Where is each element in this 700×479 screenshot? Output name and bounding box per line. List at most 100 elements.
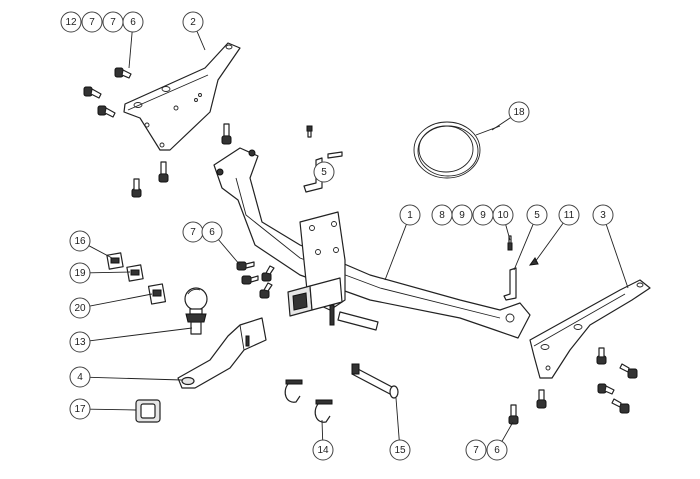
callout-number: 7 <box>89 17 95 28</box>
callout-1: 1 <box>384 204 421 281</box>
labels-stickers <box>106 252 167 305</box>
callout-circle <box>69 331 91 353</box>
callout-number: 15 <box>394 445 406 456</box>
callout-3: 3 <box>592 204 629 289</box>
callout-leader-line <box>513 224 534 271</box>
callout-number: 18 <box>513 107 525 118</box>
callout-13: 13 <box>69 327 193 353</box>
right-bracket-part-3 <box>529 279 651 379</box>
callout-number: 19 <box>74 268 86 279</box>
callout-circle <box>69 398 91 420</box>
callout-circle <box>312 439 334 461</box>
callout-circle <box>389 439 411 461</box>
callout-7: 7 <box>182 221 204 243</box>
callout-circle <box>526 204 548 226</box>
callout-leader-line <box>384 224 407 281</box>
callout-number: 9 <box>459 210 465 221</box>
callout-number: 4 <box>77 372 83 383</box>
callout-19: 19 <box>69 262 131 284</box>
callout-leader-line <box>89 327 193 342</box>
callout-circle <box>492 204 514 226</box>
callout-number: 1 <box>407 210 413 221</box>
callout-leader-line <box>501 421 514 442</box>
shackles-part-14 <box>284 379 333 423</box>
callout-circle <box>465 439 487 461</box>
main-crossbar-part-1 <box>213 147 531 339</box>
callout-10: 10 <box>492 204 514 241</box>
callout-number: 7 <box>473 445 479 456</box>
callout-12: 12 <box>60 11 82 33</box>
callout-number: 16 <box>74 236 86 247</box>
callout-leader-line <box>491 117 511 131</box>
receiver-cover-part-17 <box>135 399 161 423</box>
callout-5: 5 <box>513 204 548 271</box>
callout-number: 6 <box>209 227 215 238</box>
callout-8: 8 <box>431 204 453 226</box>
callout-circle <box>451 204 473 226</box>
callout-16: 16 <box>69 230 113 259</box>
callout-leader-line <box>605 224 629 289</box>
callout-number: 6 <box>494 445 500 456</box>
callout-number: 5 <box>321 167 327 178</box>
callout-circle <box>69 230 91 252</box>
ball-mount-part-4 <box>177 317 267 389</box>
callout-circle <box>313 161 335 183</box>
callout-6: 6 <box>122 11 144 69</box>
callout-number: 2 <box>190 17 196 28</box>
bolts-group-left <box>83 67 232 198</box>
callout-circle <box>558 204 580 226</box>
callout-number: 7 <box>190 227 196 238</box>
callout-circle <box>201 221 223 243</box>
callout-circle <box>69 262 91 284</box>
callout-circle <box>508 101 530 123</box>
callout-number: 9 <box>480 210 486 221</box>
callout-9: 9 <box>451 204 473 226</box>
callout-circle <box>69 297 91 319</box>
callout-leader-line <box>89 408 137 411</box>
callout-18: 18 <box>491 101 530 131</box>
callout-number: 6 <box>130 17 136 28</box>
callout-5: 5 <box>313 161 335 183</box>
callout-number: 10 <box>497 210 509 221</box>
callout-11: 11 <box>534 204 580 263</box>
callout-6: 6 <box>201 221 241 266</box>
callout-number: 13 <box>74 337 86 348</box>
callout-9: 9 <box>472 204 494 226</box>
callout-leader-line <box>89 293 153 307</box>
callout-leader-line <box>88 245 113 259</box>
callout-2: 2 <box>182 11 206 51</box>
callout-number: 7 <box>110 17 116 28</box>
callout-7: 7 <box>102 11 124 33</box>
wiring-cable-part-18 <box>413 121 501 179</box>
callout-leader-line <box>196 31 206 51</box>
callout-7: 7 <box>465 439 487 461</box>
callout-6: 6 <box>486 421 514 461</box>
callout-leader-line <box>395 397 400 441</box>
callout-20: 20 <box>69 293 153 319</box>
callout-number: 8 <box>439 210 445 221</box>
callout-leader-line <box>534 222 564 263</box>
callout-circle <box>69 366 91 388</box>
callout-circle <box>592 204 614 226</box>
callout-leader-line <box>89 376 183 381</box>
callout-number: 3 <box>600 210 606 221</box>
callout-leader-line <box>218 239 241 266</box>
callout-number: 11 <box>564 210 575 221</box>
callout-15: 15 <box>389 397 411 461</box>
callout-circle <box>486 439 508 461</box>
left-bracket-part-2 <box>123 42 241 151</box>
bolts-group-centre <box>236 261 275 299</box>
callout-circle <box>60 11 82 33</box>
callout-number: 12 <box>65 17 77 28</box>
callout-number: 14 <box>317 445 329 456</box>
callout-leader-line <box>89 271 131 274</box>
callout-leader-line <box>128 31 133 69</box>
callout-number: 17 <box>74 404 86 415</box>
callout-17: 17 <box>69 398 137 420</box>
hitch-pin-part-15 <box>351 363 399 399</box>
callout-circle <box>81 11 103 33</box>
callout-circle <box>399 204 421 226</box>
